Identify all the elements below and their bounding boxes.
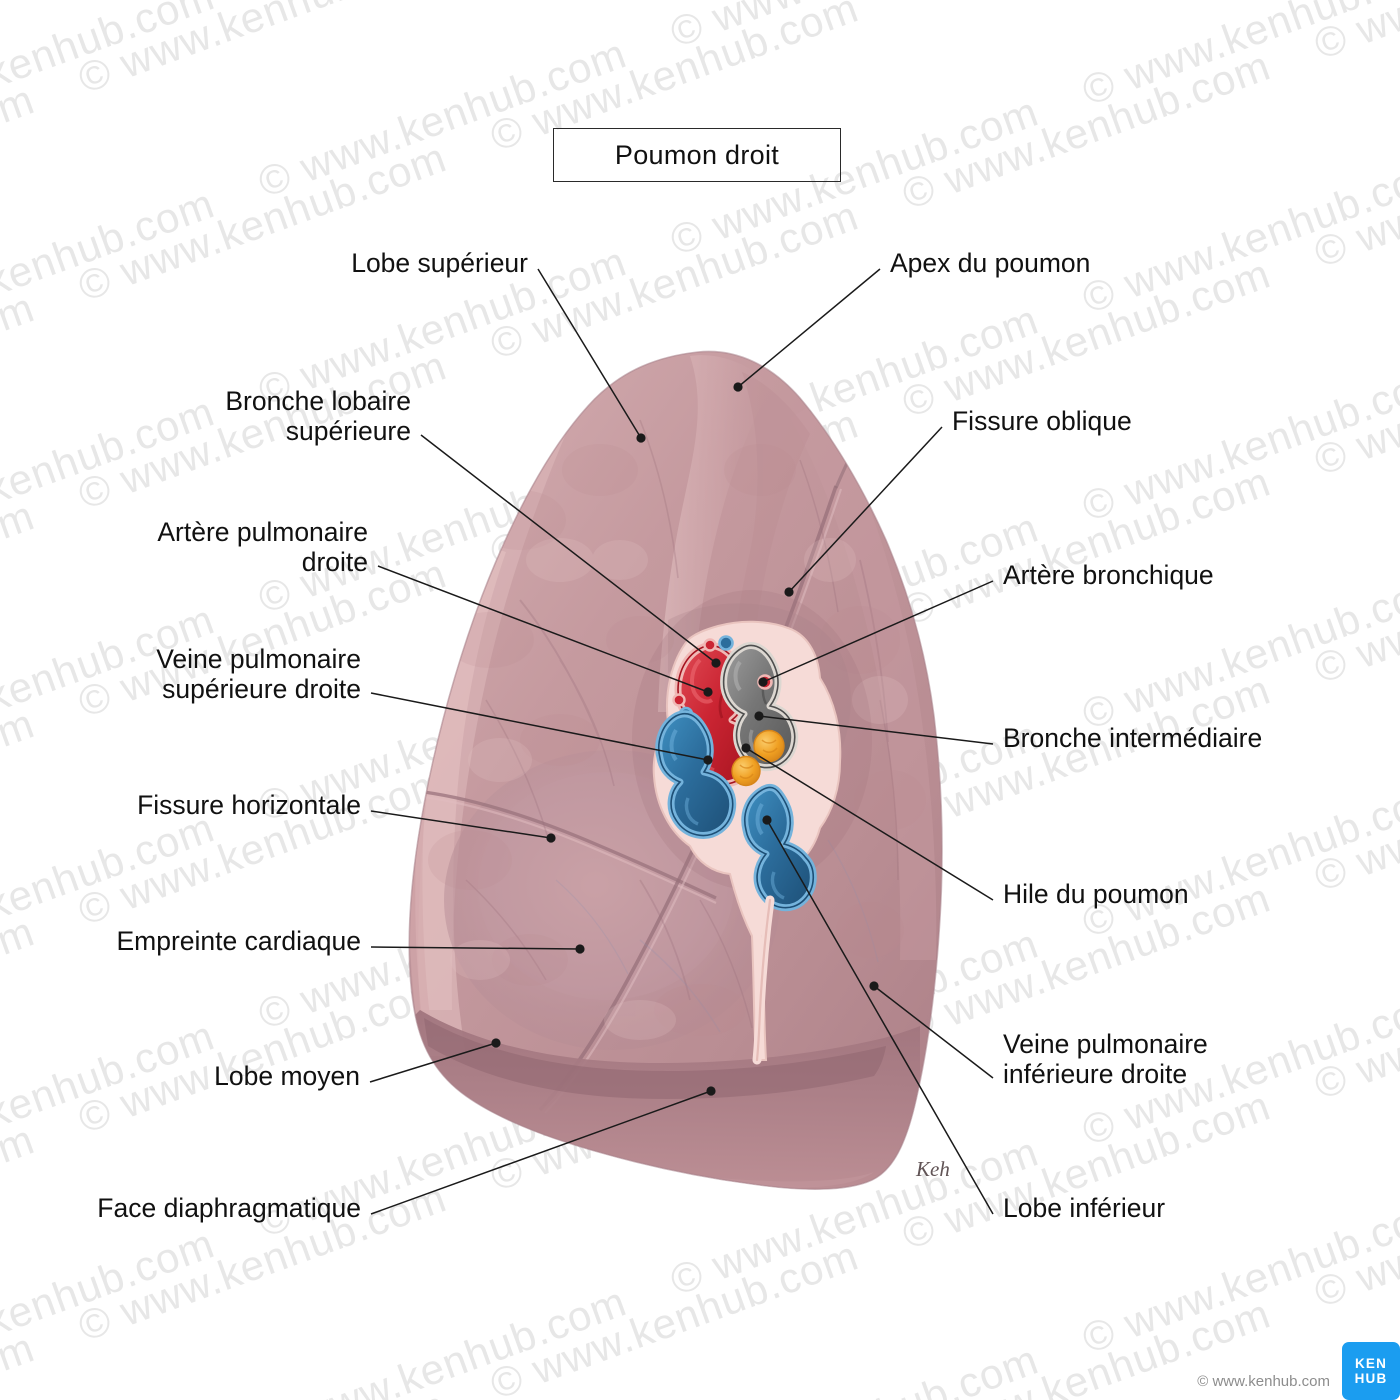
label-veine-pulmonaire-inf-droite[interactable]: Veine pulmonaire inférieure droite [1003,1029,1208,1089]
label-apex-du-poumon[interactable]: Apex du poumon [890,248,1091,278]
kenhub-logo[interactable]: KEN HUB [1342,1342,1400,1400]
label-artere-bronchique[interactable]: Artère bronchique [1003,560,1214,590]
leader-dot-hile-du-poumon [741,743,751,753]
right-inferior-pulmonary-vein [741,783,817,912]
lymph-nodes [731,729,785,787]
leader-line-bronche-intermediaire [758,715,994,745]
leader-line-face-diaphragmatique [370,1090,712,1215]
leader-line-fissure-horizontale [370,810,552,839]
copyright-text: © www.kenhub.com [1197,1373,1330,1390]
leader-line-lobe-inferieur [766,819,994,1215]
leader-dot-empreinte-cardiaque [575,944,585,954]
leader-line-artere-bronchique [762,580,994,683]
logo-line-ken: KEN [1354,1355,1388,1371]
leader-dot-bronche-intermediaire [754,711,764,721]
label-lobe-inferieur[interactable]: Lobe inférieur [1003,1193,1166,1223]
hilum-structures [652,620,842,1065]
leader-line-artere-pulmonaire-droite [377,565,709,693]
leader-line-fissure-oblique [788,426,943,593]
leader-line-apex-du-poumon [737,268,881,388]
label-empreinte-cardiaque[interactable]: Empreinte cardiaque [116,926,361,956]
leader-dot-apex-du-poumon [733,382,743,392]
leader-dot-lobe-inferieur [762,815,772,825]
leader-dot-fissure-horizontale [546,833,556,843]
diagram-title-box: Poumon droit [553,128,841,182]
leader-line-veine-pulmonaire-inf-droite [873,985,994,1079]
label-face-diaphragmatique[interactable]: Face diaphragmatique [97,1193,361,1223]
label-hile-du-poumon[interactable]: Hile du poumon [1003,879,1189,909]
right-superior-pulmonary-vein [655,710,737,839]
leader-line-veine-pulmonaire-sup-droite [370,692,709,761]
label-bronche-intermediaire[interactable]: Bronche intermédiaire [1003,723,1263,753]
leader-dot-face-diaphragmatique [706,1086,716,1096]
label-artere-pulmonaire-droite[interactable]: Artère pulmonaire droite [157,517,368,577]
leader-line-hile-du-poumon [745,747,994,901]
label-fissure-horizontale[interactable]: Fissure horizontale [137,790,361,820]
label-lobe-moyen[interactable]: Lobe moyen [214,1061,360,1091]
leader-line-lobe-moyen [369,1042,497,1083]
lung-outline [408,350,943,1190]
leader-line-empreinte-cardiaque [370,946,581,950]
label-bronche-lobaire-superieure[interactable]: Bronche lobaire supérieure [225,386,411,446]
leader-dot-lobe-superieur [636,433,646,443]
label-fissure-oblique[interactable]: Fissure oblique [952,406,1132,436]
leader-dot-bronche-lobaire-superieure [711,658,721,668]
leader-line-bronche-lobaire-superieure [420,434,717,664]
leader-dot-veine-pulmonaire-sup-droite [703,755,713,765]
leader-line-lobe-superieur [537,268,642,439]
logo-line-hub: HUB [1354,1371,1388,1386]
artist-signature: Keh [915,1157,950,1181]
leader-dot-fissure-oblique [784,587,794,597]
leader-dot-artere-pulmonaire-droite [703,687,713,697]
leader-dot-artere-bronchique [758,677,768,687]
label-lobe-superieur[interactable]: Lobe supérieur [351,248,528,278]
leader-dot-veine-pulmonaire-inf-droite [869,981,879,991]
page-title: Poumon droit [614,139,780,170]
leader-dot-lobe-moyen [491,1038,501,1048]
label-veine-pulmonaire-sup-droite[interactable]: Veine pulmonaire supérieure droite [156,644,361,704]
